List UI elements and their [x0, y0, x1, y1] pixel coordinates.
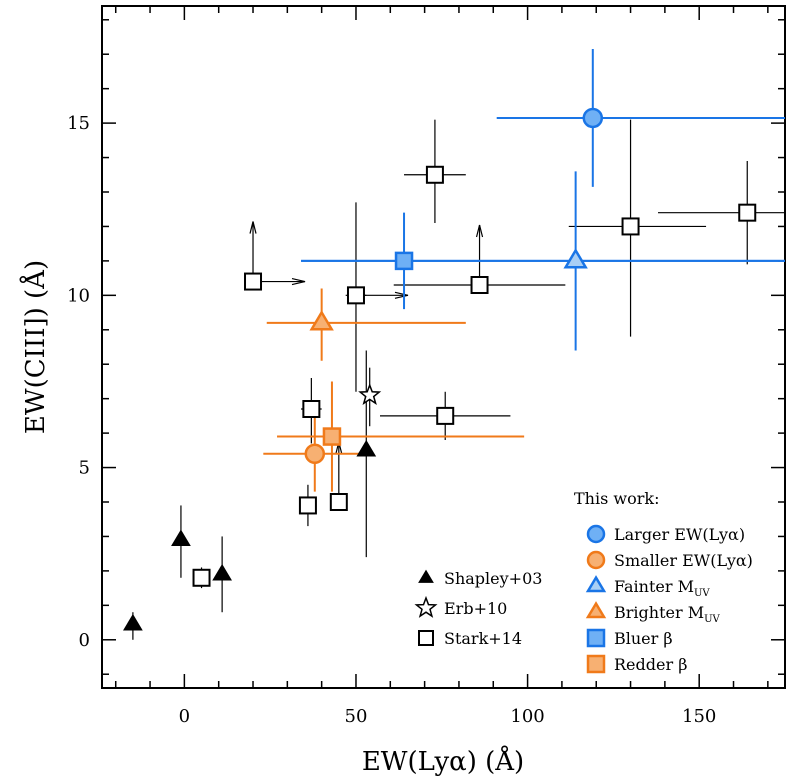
data-point-marker: [394, 251, 414, 271]
upper-limit-arrowhead: [249, 221, 257, 234]
data-point-marker: [358, 383, 382, 406]
data-point-marker: [329, 493, 348, 511]
data-point-marker: [212, 563, 233, 581]
y-tick-label: 15: [67, 113, 90, 134]
x-axis-label: EW(Lyα) (Å): [362, 745, 524, 777]
legend-right-subscript: UV: [704, 614, 720, 625]
legend-right-marker: [586, 550, 606, 570]
x-tick-label: 150: [682, 706, 716, 727]
data-point-marker: [298, 496, 317, 515]
data-point-marker: [192, 568, 211, 587]
x-tick-label: 50: [345, 706, 368, 727]
y-tick-label: 0: [79, 630, 90, 651]
legend-right-label: Larger EW(Lyα): [614, 525, 745, 544]
plot-frame: [101, 5, 786, 689]
y-axis-label: EW(CIII]) (Å): [19, 260, 51, 434]
x-tick-label: 100: [510, 706, 544, 727]
y-tick-label: 5: [79, 458, 90, 479]
data-point-marker: [244, 272, 263, 291]
data-point-marker: [304, 443, 326, 465]
data-point-marker: [563, 247, 588, 269]
data-point-marker: [123, 613, 143, 631]
right-limit-arrowhead: [291, 277, 306, 286]
data-point-marker: [582, 107, 604, 129]
data-point-marker: [309, 309, 334, 331]
upper-limit-arrowhead: [475, 224, 484, 238]
legend-left-label: Erb+10: [444, 599, 507, 618]
data-point-marker: [322, 427, 342, 446]
right-limit-arrowhead: [394, 291, 409, 299]
x-tick-label: 0: [179, 706, 190, 727]
data-point-marker: [470, 276, 489, 294]
legend-right-label: Fainter MUV: [614, 577, 710, 599]
axis-ticks: 0 50 100 150 0 5 10 15: [67, 6, 785, 727]
data-point-marker: [436, 406, 455, 425]
legend-left-label: Shapley+03: [444, 569, 542, 588]
legend-right: This work: Larger EW(Lyα) Smaller EW(Lyα)…: [574, 489, 753, 674]
legend-right-marker: [585, 575, 607, 593]
legend-left-marker: [414, 595, 438, 618]
legend-right-label: Bluer β: [614, 629, 673, 648]
legend-right-marker: [585, 601, 607, 619]
data-point-marker: [356, 439, 377, 457]
data-point-marker: [346, 286, 365, 305]
data-markers: [123, 107, 757, 631]
legend-right-heading: This work:: [574, 489, 659, 508]
data-point-marker: [425, 165, 444, 184]
legend-right-label: Redder β: [614, 655, 687, 674]
legend-right-marker: [586, 628, 606, 648]
legend-left-marker: [418, 630, 434, 646]
legend-left-label: Stark+14: [444, 629, 522, 648]
y-tick-label: 10: [67, 285, 90, 306]
data-point-marker: [171, 529, 191, 547]
legend-right-subscript: UV: [694, 588, 710, 599]
data-point-marker: [621, 217, 640, 236]
data-point-marker: [738, 203, 757, 222]
legend-right-marker: [586, 654, 606, 674]
data-point-marker: [302, 400, 321, 418]
legend-right-label: Brighter MUV: [614, 603, 721, 625]
legend-left-marker: [418, 569, 434, 583]
legend-right-marker: [586, 524, 606, 544]
legend-right-label: Smaller EW(Lyα): [614, 551, 753, 570]
